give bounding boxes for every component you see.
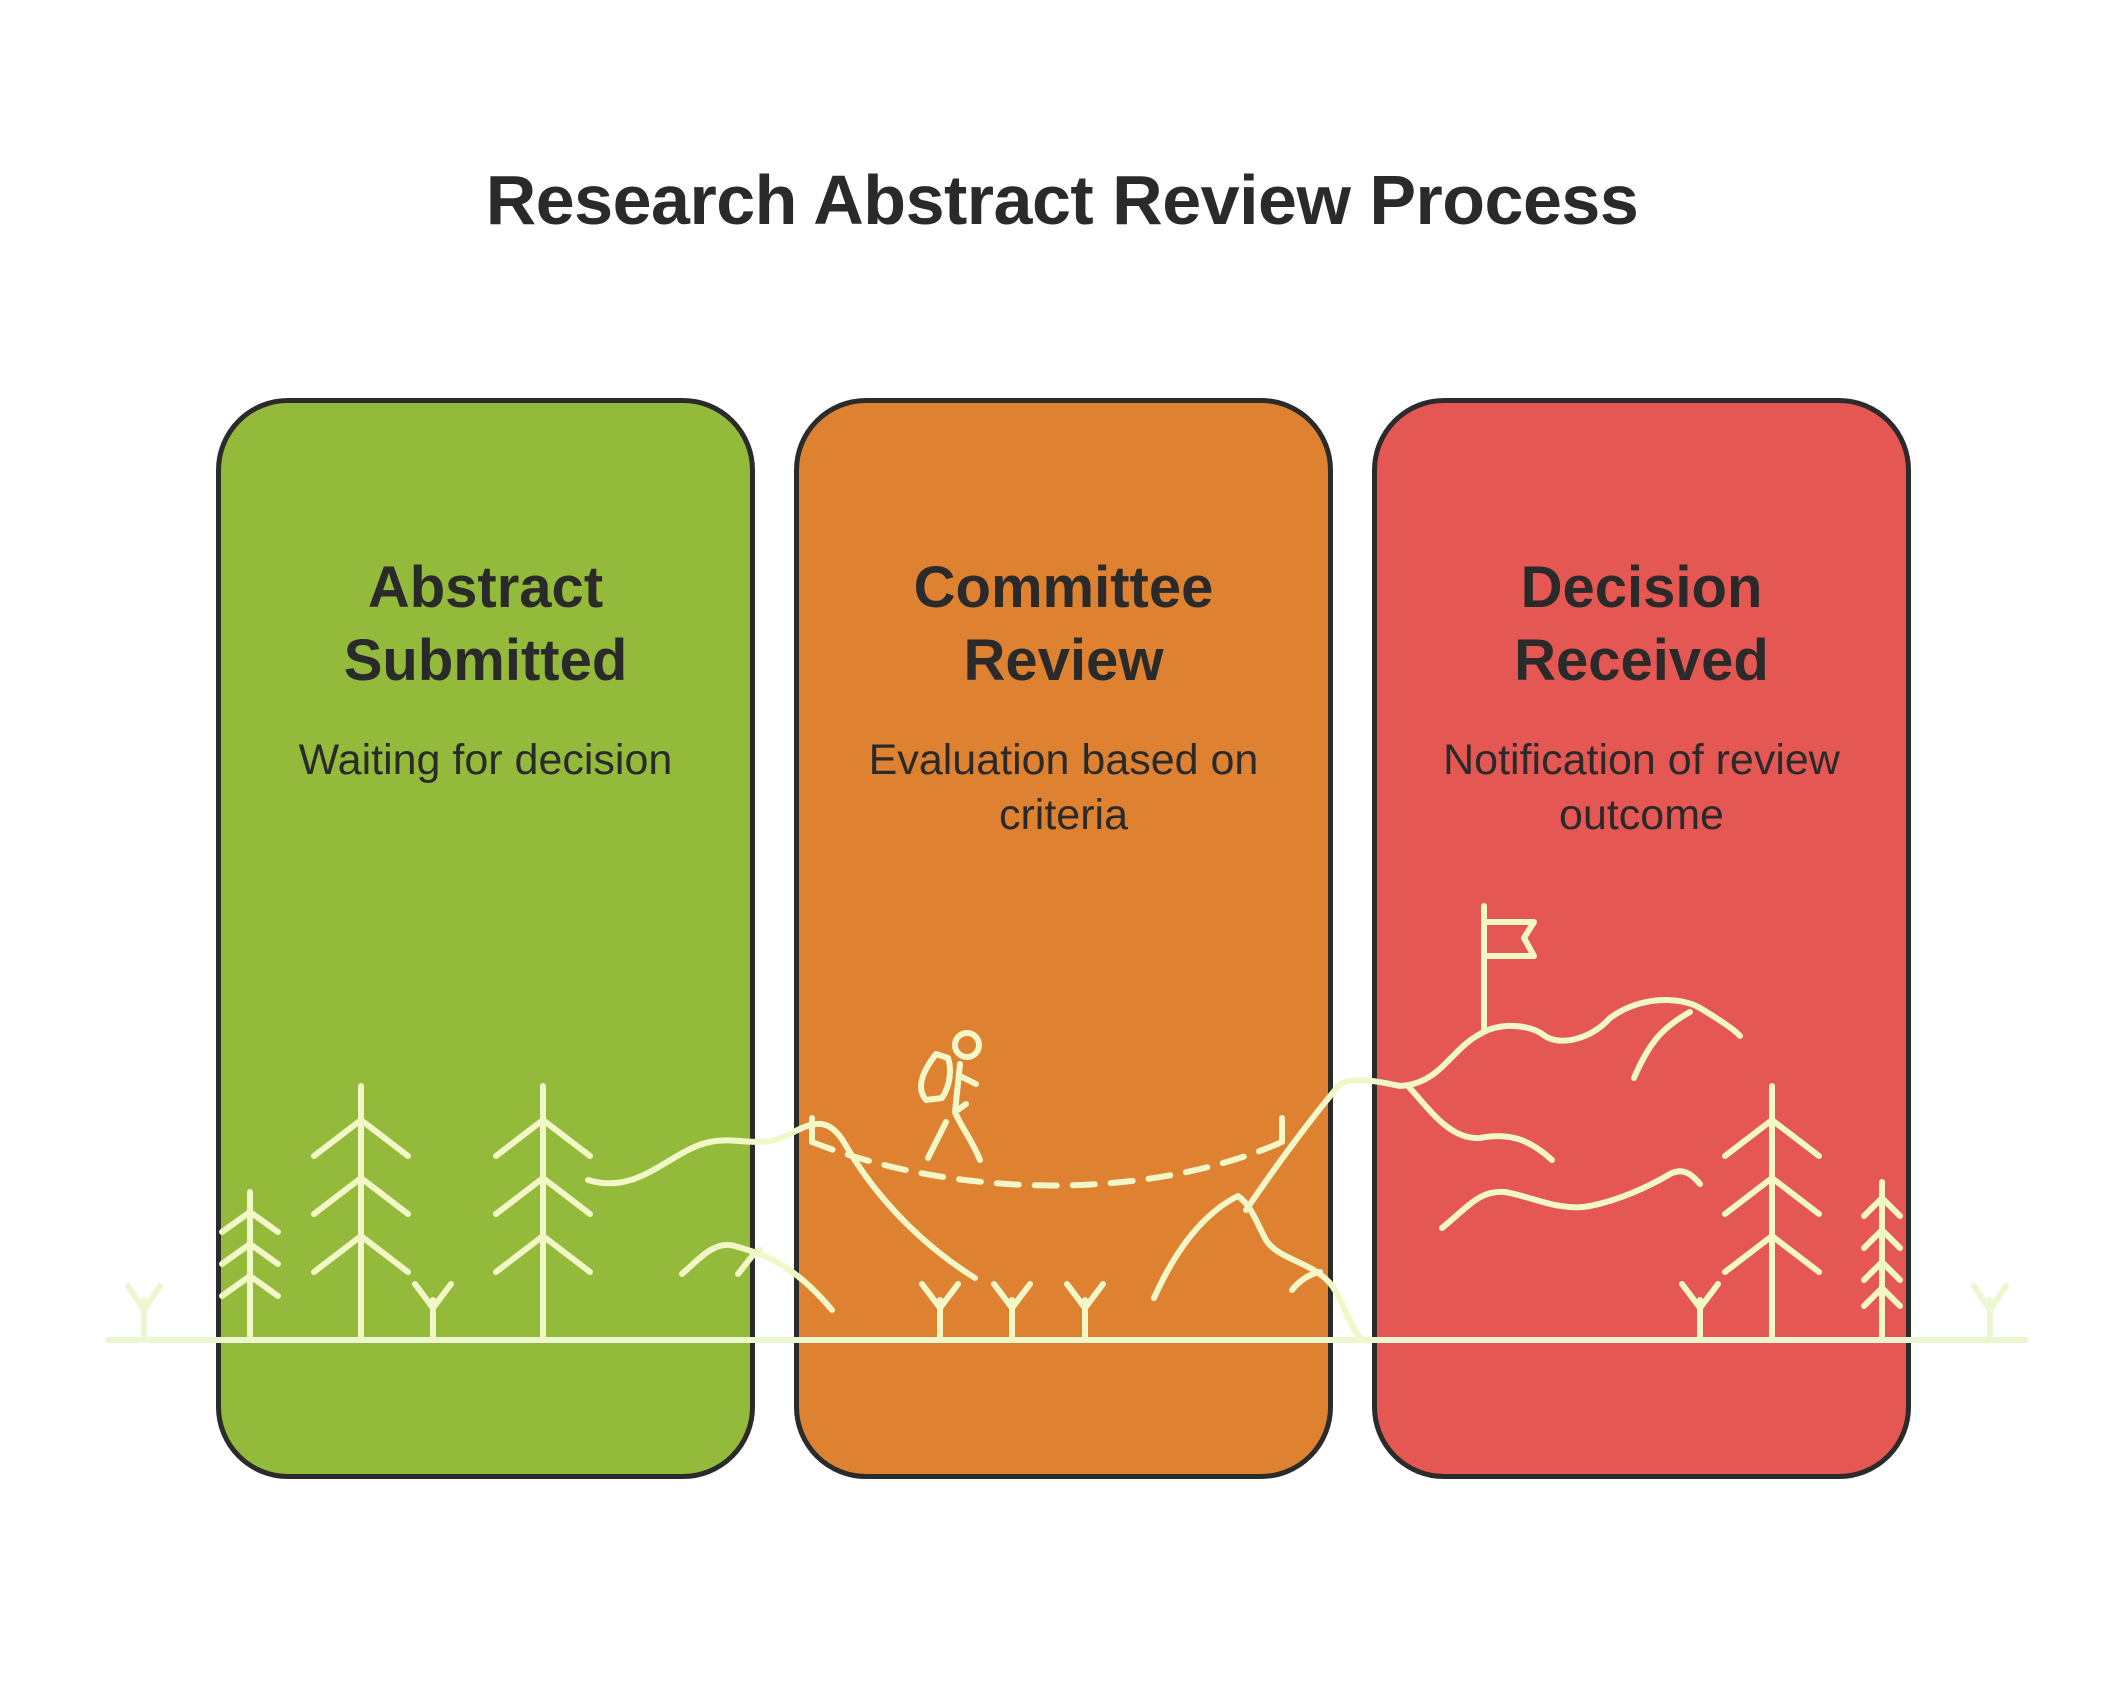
sprout-icon: [125, 1283, 163, 1343]
diagram-title: Research Abstract Review Process: [485, 161, 1639, 239]
sprout-icon: [1971, 1283, 2009, 1343]
step-description: Waiting for decision: [298, 736, 673, 784]
